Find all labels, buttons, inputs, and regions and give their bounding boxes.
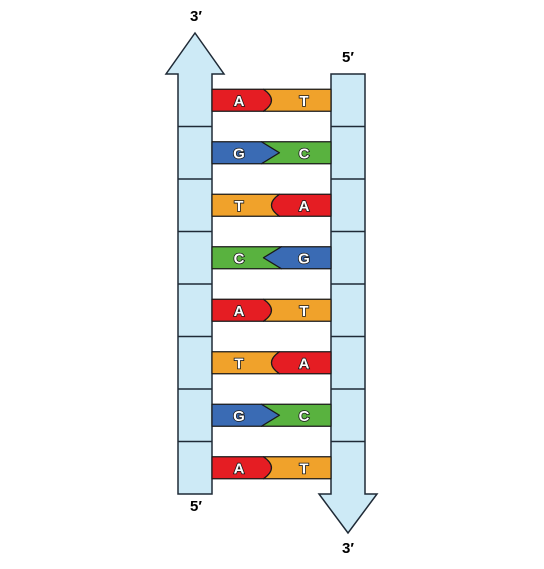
right-strand-bottom-label: 3′: [342, 540, 354, 557]
base-G-right-4: [262, 246, 332, 270]
base-A-right-6: [270, 351, 332, 375]
base-letter-left-3: T: [234, 198, 243, 215]
base-letter-right-1: T: [299, 93, 308, 110]
base-letter-left-2: G: [233, 145, 245, 162]
base-letter-right-5: T: [299, 303, 308, 320]
base-T-left-6: [211, 351, 281, 375]
base-letter-right-7: C: [299, 408, 310, 425]
base-T-left-3: [211, 193, 281, 217]
base-letter-right-2: C: [299, 145, 310, 162]
base-letter-left-1: A: [234, 93, 245, 110]
base-C-right-7: [260, 403, 332, 427]
base-T-right-5: [262, 298, 332, 322]
base-letter-right-8: T: [299, 460, 308, 477]
base-letter-right-6: A: [299, 355, 310, 372]
base-T-right-1: [262, 88, 332, 112]
base-letter-left-8: A: [234, 460, 245, 477]
left-strand-top-label: 3′: [190, 8, 202, 25]
base-letter-right-3: A: [299, 198, 310, 215]
base-letter-left-5: A: [234, 303, 245, 320]
base-C-right-2: [260, 141, 332, 165]
base-letter-left-6: T: [234, 355, 243, 372]
right-strand-backbone: [317, 73, 379, 535]
base-T-right-8: [262, 456, 332, 480]
base-A-right-3: [270, 193, 332, 217]
base-letter-right-4: G: [298, 250, 310, 267]
base-letter-left-4: C: [234, 250, 245, 267]
left-strand-bottom-label: 5′: [190, 498, 202, 515]
base-letter-left-7: G: [233, 408, 245, 425]
right-strand-top-label: 5′: [342, 49, 354, 66]
